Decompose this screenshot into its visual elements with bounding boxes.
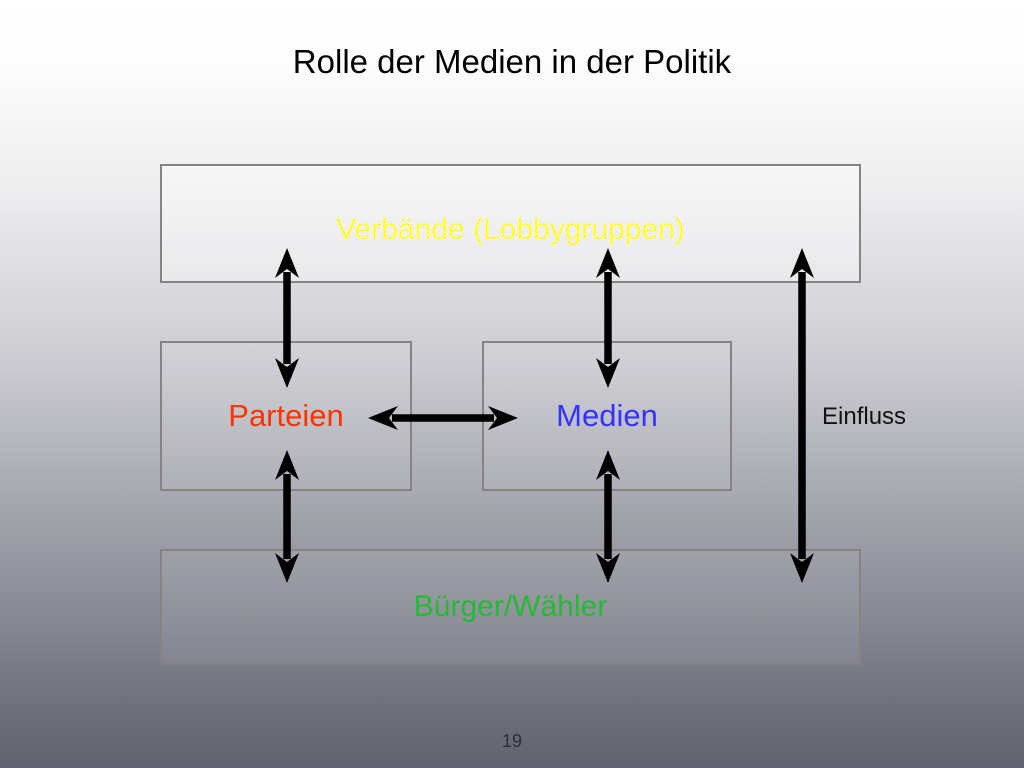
arrow-parteien-buerger-icon bbox=[275, 450, 299, 583]
page-number: 19 bbox=[501, 731, 523, 751]
box-buerger: Bürger/Wähler bbox=[160, 549, 861, 665]
einfluss-label: Einfluss bbox=[822, 403, 907, 430]
box-verbaende-label: Verbände (Lobbygruppen) bbox=[336, 212, 685, 246]
arrow-verbaende-parteien-icon bbox=[275, 248, 299, 388]
slide-title: Rolle der Medien in der Politik bbox=[292, 43, 732, 80]
box-medien-label: Medien bbox=[556, 398, 658, 433]
box-buerger-label: Bürger/Wähler bbox=[413, 590, 608, 623]
arrow-verbaende-medien-icon bbox=[596, 248, 620, 388]
arrow-parteien-medien-icon bbox=[368, 406, 518, 430]
box-parteien-label: Parteien bbox=[228, 398, 344, 433]
box-verbaende: Verbände (Lobbygruppen) bbox=[160, 164, 861, 283]
arrow-medien-buerger-icon bbox=[596, 450, 620, 583]
arrow-einfluss-icon bbox=[790, 248, 814, 583]
